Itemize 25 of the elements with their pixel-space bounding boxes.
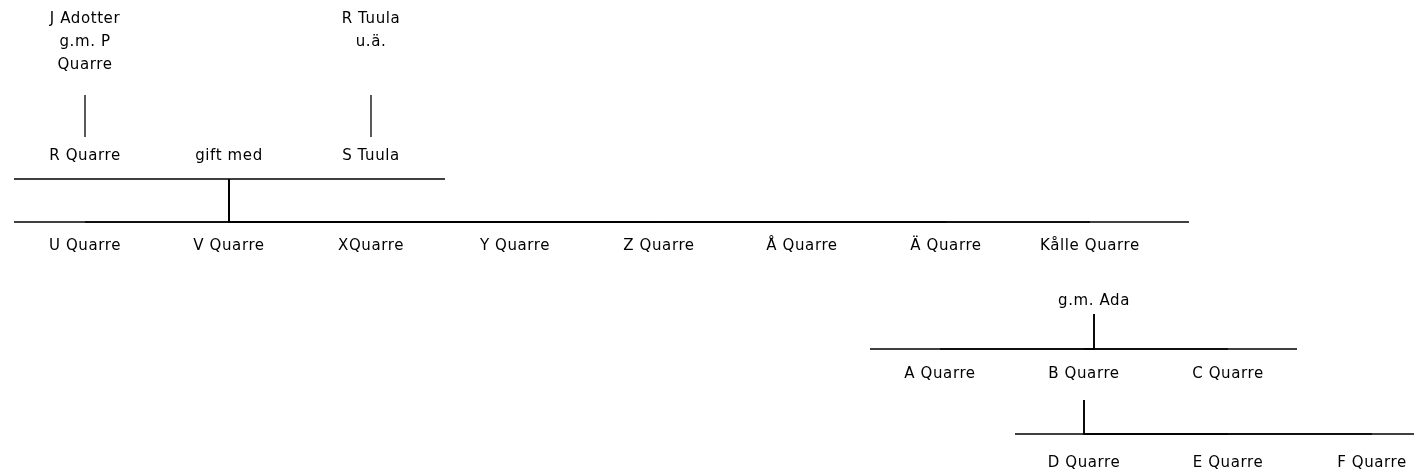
- person-name: g.m. Ada: [1058, 291, 1130, 314]
- person-name: A Quarre: [904, 349, 976, 382]
- person-name: J Adotter g.m. P Quarre: [37, 7, 133, 95]
- person-name: R Quarre: [49, 137, 121, 164]
- person-name: C Quarre: [1192, 349, 1264, 382]
- person-name: R Tuula u.ä.: [336, 7, 406, 95]
- person-name: F Quarre: [1337, 434, 1407, 471]
- connector-line: [228, 178, 1091, 223]
- connector-line: [370, 94, 372, 138]
- connector-line: [1083, 399, 1373, 435]
- person-name: B Quarre: [1048, 349, 1120, 400]
- person-name: S Tuula: [342, 137, 400, 164]
- connector-line: [84, 94, 86, 138]
- person-name: XQuarre: [338, 222, 404, 254]
- person-name: Ä Quarre: [910, 222, 982, 254]
- person-name: V Quarre: [193, 222, 265, 254]
- person-name: Z Quarre: [623, 222, 695, 254]
- person-name: Y Quarre: [479, 222, 551, 254]
- person-name: E Quarre: [1192, 434, 1264, 471]
- connector-line: [1093, 313, 1229, 350]
- person-name: D Quarre: [1047, 434, 1121, 471]
- person-name: Å Quarre: [766, 222, 838, 254]
- person-name: Kålle Quarre: [1040, 222, 1140, 254]
- person-name: gift med: [195, 146, 263, 179]
- person-name: U Quarre: [49, 222, 121, 254]
